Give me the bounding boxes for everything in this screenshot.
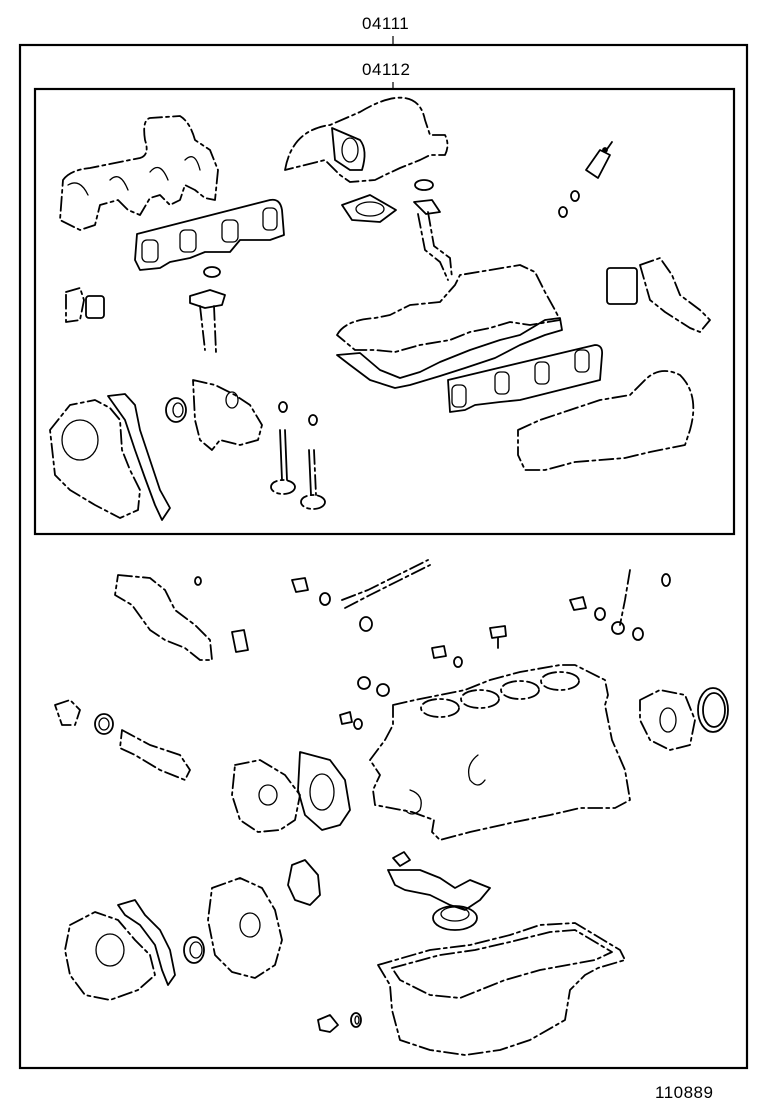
inner-kit-frame: [33, 87, 736, 536]
oil-pan: [377, 922, 626, 1056]
water-inlet-right: [606, 257, 711, 333]
water-pump-inlet: [54, 699, 191, 781]
oil-pipe: [341, 559, 431, 609]
oil-strainer: [387, 851, 491, 931]
timing-cover-gasket-lower: [117, 899, 176, 986]
drain-plug: [339, 676, 390, 730]
rear-oil-seal: [697, 687, 729, 733]
timing-cover-upper: [49, 399, 141, 519]
intake-manifold-gasket: [134, 198, 285, 271]
head-cover-gasket: [336, 317, 563, 389]
exhaust-manifold: [517, 370, 695, 471]
oil-pan-drain-plug: [317, 1014, 339, 1033]
water-bypass-pipe: [114, 574, 213, 661]
illustration-reference-number: 110889: [655, 1083, 714, 1102]
exhaust-manifold-gasket: [447, 344, 604, 413]
sensor-with-gaskets: [558, 141, 613, 218]
inner-kit-part-number: 04112: [362, 60, 411, 79]
oil-pressure-switch: [231, 629, 249, 653]
outer-kit-frame: [18, 43, 749, 1070]
union-bolts-right: [569, 569, 671, 641]
grommet: [203, 266, 221, 278]
front-oil-seal: [183, 936, 205, 964]
water-inlet-with-gasket: [65, 287, 105, 323]
timing-cover-gasket: [107, 393, 171, 521]
adapter-gasket: [341, 194, 397, 223]
cylinder-block: [369, 664, 631, 841]
intake-manifold: [59, 115, 219, 231]
union-bolts-with-gaskets: [291, 577, 373, 632]
rear-oil-seal-retainer: [639, 689, 696, 751]
small-o-ring: [414, 179, 434, 191]
timing-belt-cover: [64, 911, 156, 1001]
small-gasket: [194, 576, 202, 586]
water-outlet-gasket: [413, 199, 453, 281]
water-pump: [231, 759, 301, 833]
timing-cover-lower: [192, 379, 263, 451]
drain-plug-gasket: [350, 1012, 362, 1028]
water-pump-gasket: [297, 751, 351, 831]
oil-strainer-gasket: [287, 859, 321, 906]
valve-stem-seals: [278, 401, 318, 426]
plug-with-gasket: [431, 625, 507, 668]
outer-kit-part-number: 04111: [362, 14, 410, 33]
outlet-pipe-with-gasket: [189, 289, 226, 353]
throttle-body-adapter: [284, 96, 449, 183]
valves: [270, 429, 326, 510]
oil-seal: [165, 397, 187, 423]
timing-cover: [207, 877, 283, 979]
cylinder-head-cover: [336, 264, 561, 353]
